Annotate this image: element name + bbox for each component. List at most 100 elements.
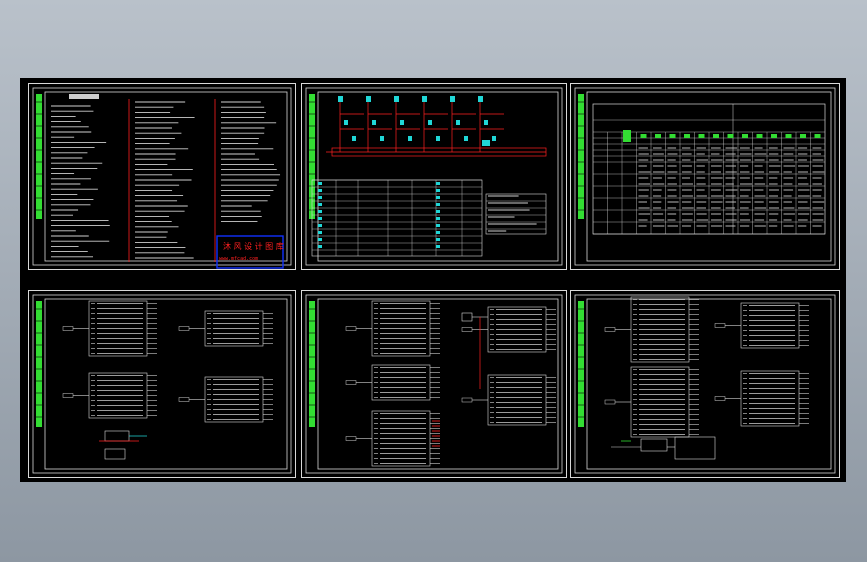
schedule-breaker-green <box>727 134 734 138</box>
feeder-label <box>714 323 726 328</box>
stamp-watermark-label: 沐 风 设 计 图 库 <box>223 242 284 251</box>
riser-meter-cyan <box>436 136 440 141</box>
riser-diagram-sheet[interactable] <box>301 83 567 270</box>
schedule-breaker-green <box>684 134 690 138</box>
incoming-cabinet <box>674 436 716 460</box>
feeder-label <box>345 326 357 331</box>
load-schedule-drawing <box>574 87 836 266</box>
sheet-inner-border <box>586 298 832 470</box>
feeder-label <box>62 393 74 398</box>
riser-meter-cyan <box>394 96 399 102</box>
schedule-breaker-green <box>785 134 792 138</box>
table-symbol-cyan <box>436 217 440 220</box>
table-symbol-cyan <box>318 224 322 227</box>
table-symbol-cyan <box>318 217 322 220</box>
feeder-label <box>345 436 357 441</box>
table-symbol-cyan <box>436 196 440 199</box>
sheet-outer-border <box>305 87 563 266</box>
schedule-breaker-green <box>756 134 763 138</box>
cad-model-viewport[interactable]: 沐 风 设 计 图 库 www.mfcad.com <box>20 78 846 482</box>
schedule-breaker-green <box>655 134 661 138</box>
table-symbol-cyan <box>436 182 440 185</box>
riser-meter-cyan <box>428 120 432 125</box>
riser-meter-cyan <box>456 120 460 125</box>
sheet-outer-border <box>305 294 563 474</box>
sheet-inner-border <box>317 298 559 470</box>
transfer-switch <box>461 312 473 322</box>
sheet-title-strip <box>578 301 584 427</box>
feeder-label <box>62 326 74 331</box>
sheet-outer-border <box>32 294 292 474</box>
distribution-box-outline <box>630 366 690 438</box>
watermark-stamp-border <box>216 235 284 269</box>
schedule-breaker-green <box>713 134 719 138</box>
riser-diagram-drawing <box>305 87 563 266</box>
main-switch-green <box>623 130 631 142</box>
schedule-breaker-green <box>669 134 676 138</box>
meter-box <box>104 448 126 460</box>
schedule-breaker-green <box>814 134 821 138</box>
table-symbol-cyan <box>318 231 322 234</box>
table-symbol-cyan <box>436 231 440 234</box>
riser-meter-cyan <box>400 120 404 125</box>
table-symbol-cyan <box>318 189 322 192</box>
feeder-label <box>345 380 357 385</box>
riser-meter-cyan <box>338 96 343 102</box>
feeder-label <box>604 399 616 405</box>
riser-meter-cyan <box>450 96 455 102</box>
riser-meter-cyan <box>380 136 384 141</box>
notes-title-mark <box>69 94 99 99</box>
meter-box <box>104 430 130 442</box>
load-schedule-sheet[interactable] <box>570 83 840 270</box>
table-symbol-cyan <box>318 196 322 199</box>
riser-meter-cyan <box>478 96 483 102</box>
table-symbol-cyan <box>318 210 322 213</box>
sheet-title-strip <box>578 94 584 219</box>
distribution-box-drawing-2 <box>305 294 563 474</box>
equipment-table <box>311 179 483 257</box>
table-symbol-cyan <box>436 238 440 241</box>
schedule-breaker-green <box>800 134 806 138</box>
feeder-label <box>178 326 190 331</box>
table-symbol-cyan <box>318 182 322 185</box>
sheet-inner-border <box>586 91 832 262</box>
sheet-inner-border <box>317 91 559 262</box>
sheet-title-strip <box>36 301 42 427</box>
table-symbol-cyan <box>436 224 440 227</box>
table-symbol-cyan <box>436 203 440 206</box>
table-symbol-cyan <box>436 245 440 248</box>
riser-meter-cyan <box>464 136 468 141</box>
sheet-title-strip <box>309 94 315 219</box>
sheet-outer-border <box>574 294 836 474</box>
feeder-label <box>604 327 616 332</box>
table-symbol-cyan <box>436 189 440 192</box>
distribution-box-sheet-2[interactable] <box>301 290 567 478</box>
metering-box <box>640 438 668 452</box>
riser-meter-cyan <box>372 120 376 125</box>
riser-meter-cyan <box>422 96 427 102</box>
table-symbol-cyan <box>318 245 322 248</box>
riser-meter-cyan <box>484 120 488 125</box>
schedule-breaker-green <box>698 134 705 138</box>
distribution-box-drawing-1 <box>32 294 292 474</box>
sheet-inner-border <box>44 298 288 470</box>
schedule-breaker-green <box>771 134 777 138</box>
design-notes-drawing <box>32 87 292 269</box>
sheet-inner-border <box>44 91 288 262</box>
riser-meter-cyan <box>344 120 348 125</box>
busbar-frame-red <box>331 147 547 157</box>
riser-meter-cyan <box>408 136 412 141</box>
riser-meter-cyan <box>366 96 371 102</box>
distribution-box-drawing-3 <box>574 294 836 474</box>
legend-table <box>485 193 547 235</box>
feeder-label <box>714 396 726 401</box>
sheet-outer-border <box>32 87 292 266</box>
feeder-label <box>461 327 473 332</box>
distribution-box-sheet-3[interactable] <box>570 290 840 478</box>
riser-meter-cyan <box>492 136 496 141</box>
riser-meter-cyan <box>352 136 356 141</box>
table-symbol-cyan <box>436 210 440 213</box>
design-notes-sheet[interactable]: 沐 风 设 计 图 库 www.mfcad.com <box>28 83 296 270</box>
stamp-watermark-url: www.mfcad.com <box>219 256 259 262</box>
distribution-box-sheet-1[interactable] <box>28 290 296 478</box>
